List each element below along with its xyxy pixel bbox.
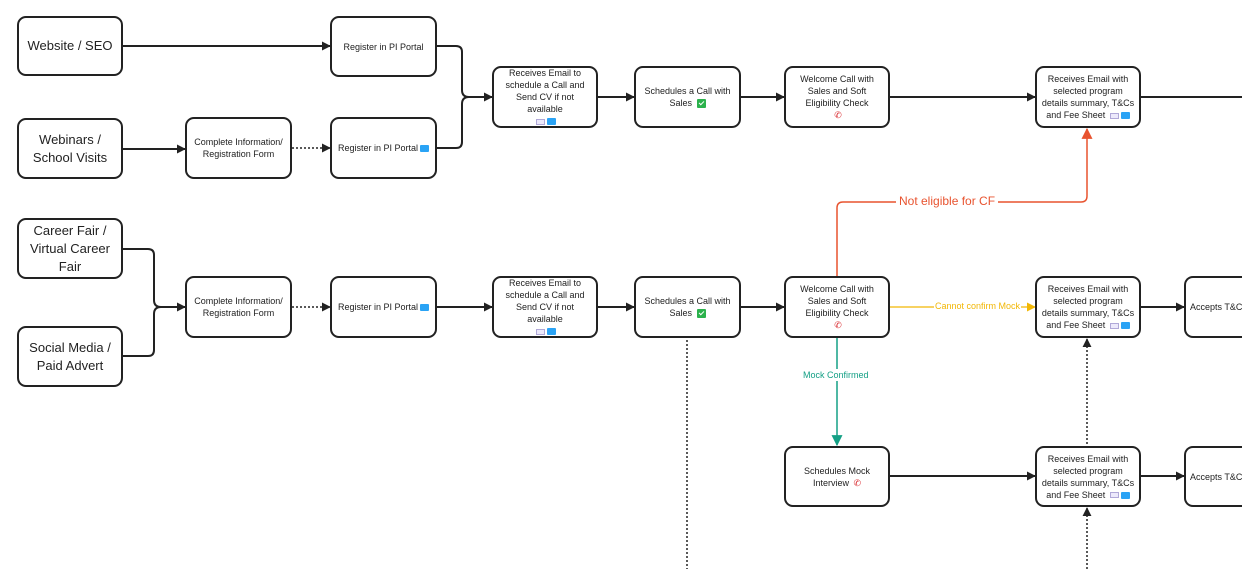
node-label: Schedules a Call with Sales — [644, 296, 731, 318]
node-register-pi-portal-3[interactable]: Register in PI Portal — [330, 276, 437, 338]
edge-register2-merge — [437, 96, 470, 149]
not-eligible-label: Not eligible for CF — [896, 194, 999, 208]
app-icon — [1120, 112, 1130, 120]
node-label: Website / SEO — [27, 38, 113, 53]
node-label: Register in PI Portal — [337, 302, 419, 312]
node-register-pi-portal-2[interactable]: Register in PI Portal — [330, 117, 437, 179]
node-accepts-tcs-2[interactable]: Accepts T&Cs Sheet — [1184, 446, 1242, 507]
node-label: Register in PI Portal — [343, 41, 424, 52]
mail-icon — [536, 328, 545, 335]
node-receives-email-call-1[interactable]: Receives Email to schedule a Call and Se… — [492, 66, 598, 128]
node-receives-program-email-2[interactable]: Receives Email with selected program det… — [1035, 276, 1141, 338]
node-career-fair[interactable]: Career Fair / Virtual Career Fair — [17, 218, 123, 279]
node-label: Receives Email to schedule a Call and Se… — [505, 68, 585, 114]
edge-career-fair-merge — [123, 248, 162, 308]
node-label: Complete Information/ Registration Form — [194, 137, 283, 159]
node-welcome-call-1[interactable]: Welcome Call with Sales and Soft Eligibi… — [784, 66, 890, 128]
node-receives-program-email-1[interactable]: Receives Email with selected program det… — [1035, 66, 1141, 128]
node-welcome-call-2[interactable]: Welcome Call with Sales and Soft Eligibi… — [784, 276, 890, 338]
node-schedules-call-1[interactable]: Schedules a Call with Sales — [634, 66, 741, 128]
node-label: Schedules Mock Interview — [803, 465, 871, 488]
node-complete-info-1[interactable]: Complete Information/ Registration Form — [185, 117, 292, 179]
node-label: Accepts T&Cs Sheet — [1190, 302, 1242, 312]
mail-icon — [1109, 492, 1119, 499]
node-label: Welcome Call with Sales and Soft Eligibi… — [800, 74, 874, 108]
node-label: Receives Email with selected program det… — [1041, 284, 1135, 330]
node-receives-program-email-3[interactable]: Receives Email with selected program det… — [1035, 446, 1141, 507]
edge-register1-merge — [437, 45, 470, 98]
node-social-media[interactable]: Social Media / Paid Advert — [17, 326, 123, 387]
phone-icon: ✆ — [853, 477, 862, 488]
node-schedules-mock-interview[interactable]: Schedules Mock Interview ✆ — [784, 446, 890, 507]
node-label: Receives Email with selected program det… — [1041, 74, 1135, 120]
node-webinars-school-visits[interactable]: Webinars / School Visits — [17, 118, 123, 179]
app-icon — [1120, 322, 1130, 330]
node-schedules-call-2[interactable]: Schedules a Call with Sales — [634, 276, 741, 338]
cannot-confirm-mock-label: Cannot confirm Mock — [934, 301, 1022, 311]
app-icon — [420, 145, 430, 153]
app-icon — [420, 304, 430, 312]
mail-icon — [1109, 112, 1119, 119]
check-icon — [696, 99, 706, 109]
node-label: Welcome Call with Sales and Soft Eligibi… — [800, 284, 874, 318]
app-icon — [547, 328, 556, 336]
node-label: Receives Email to schedule a Call and Se… — [505, 278, 585, 324]
node-receives-email-call-2[interactable]: Receives Email to schedule a Call and Se… — [492, 276, 598, 338]
node-label: Career Fair / Virtual Career Fair — [30, 222, 110, 274]
mail-icon — [1109, 322, 1119, 329]
phone-icon: ✆ — [834, 110, 842, 121]
mock-confirmed-label: Mock Confirmed — [801, 369, 871, 381]
node-label: Accepts T&Cs Sheet — [1190, 471, 1242, 482]
node-register-pi-portal-1[interactable]: Register in PI Portal — [330, 16, 437, 77]
node-label: Register in PI Portal — [337, 143, 419, 153]
check-icon — [696, 309, 706, 319]
node-label: Complete Information/ Registration Form — [194, 296, 283, 318]
app-icon — [547, 118, 556, 126]
phone-icon: ✆ — [834, 320, 842, 331]
mail-icon — [536, 118, 545, 125]
node-website-seo[interactable]: Website / SEO — [17, 16, 123, 76]
node-complete-info-2[interactable]: Complete Information/ Registration Form — [185, 276, 292, 338]
node-label: Webinars / School Visits — [32, 131, 108, 165]
node-label: Receives Email with selected program det… — [1041, 453, 1135, 500]
node-label: Schedules a Call with Sales — [644, 86, 731, 108]
app-icon — [1120, 491, 1130, 499]
node-label: Social Media / Paid Advert — [29, 339, 111, 373]
node-accepts-tcs-1[interactable]: Accepts T&Cs Sheet — [1184, 276, 1242, 338]
edge-social-media-merge — [123, 306, 162, 357]
